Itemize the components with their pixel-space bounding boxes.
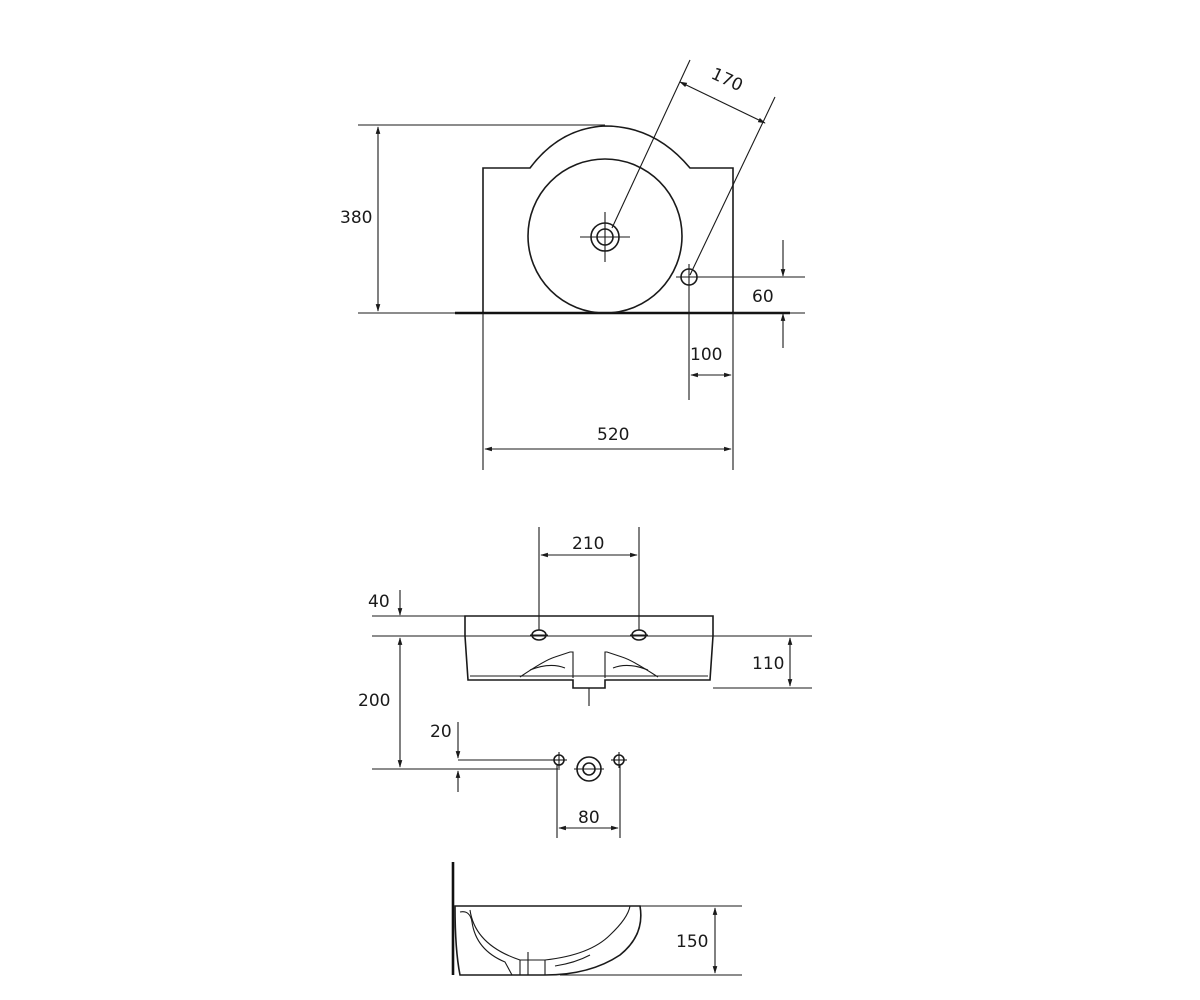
dim-label-110: 110 — [752, 654, 784, 674]
dim-label-520: 520 — [597, 425, 629, 445]
front-tap-hole-right — [630, 629, 648, 641]
dim-label-210: 210 — [572, 534, 604, 554]
dim-label-150: 150 — [676, 932, 708, 952]
bowl-circle — [527, 158, 683, 314]
tap-hole-symbol — [676, 264, 702, 290]
dim-line-170 — [679, 81, 766, 124]
basin-outline — [482, 125, 734, 313]
top-view: 380 170 60 100 520 — [340, 59, 805, 470]
dim-label-40: 40 — [368, 592, 390, 612]
dim-label-380: 380 — [340, 208, 372, 228]
dim-label-80: 80 — [578, 808, 600, 828]
bracket-hole-left — [551, 752, 567, 768]
front-tap-hole-left — [530, 629, 548, 641]
front-body-outline — [464, 615, 714, 689]
waste-outlet — [574, 756, 604, 782]
dim-label-20: 20 — [430, 722, 452, 742]
dim-label-60: 60 — [752, 287, 774, 307]
side-basin-outline — [454, 905, 642, 976]
dim-label-200: 200 — [358, 691, 390, 711]
side-view: 150 — [451, 862, 742, 976]
dim-label-170: 170 — [708, 64, 746, 96]
bracket-hole-right — [611, 752, 627, 768]
drain-symbol — [580, 212, 630, 262]
dim-label-100: 100 — [690, 345, 722, 365]
front-view: 210 40 110 200 20 — [358, 527, 812, 838]
